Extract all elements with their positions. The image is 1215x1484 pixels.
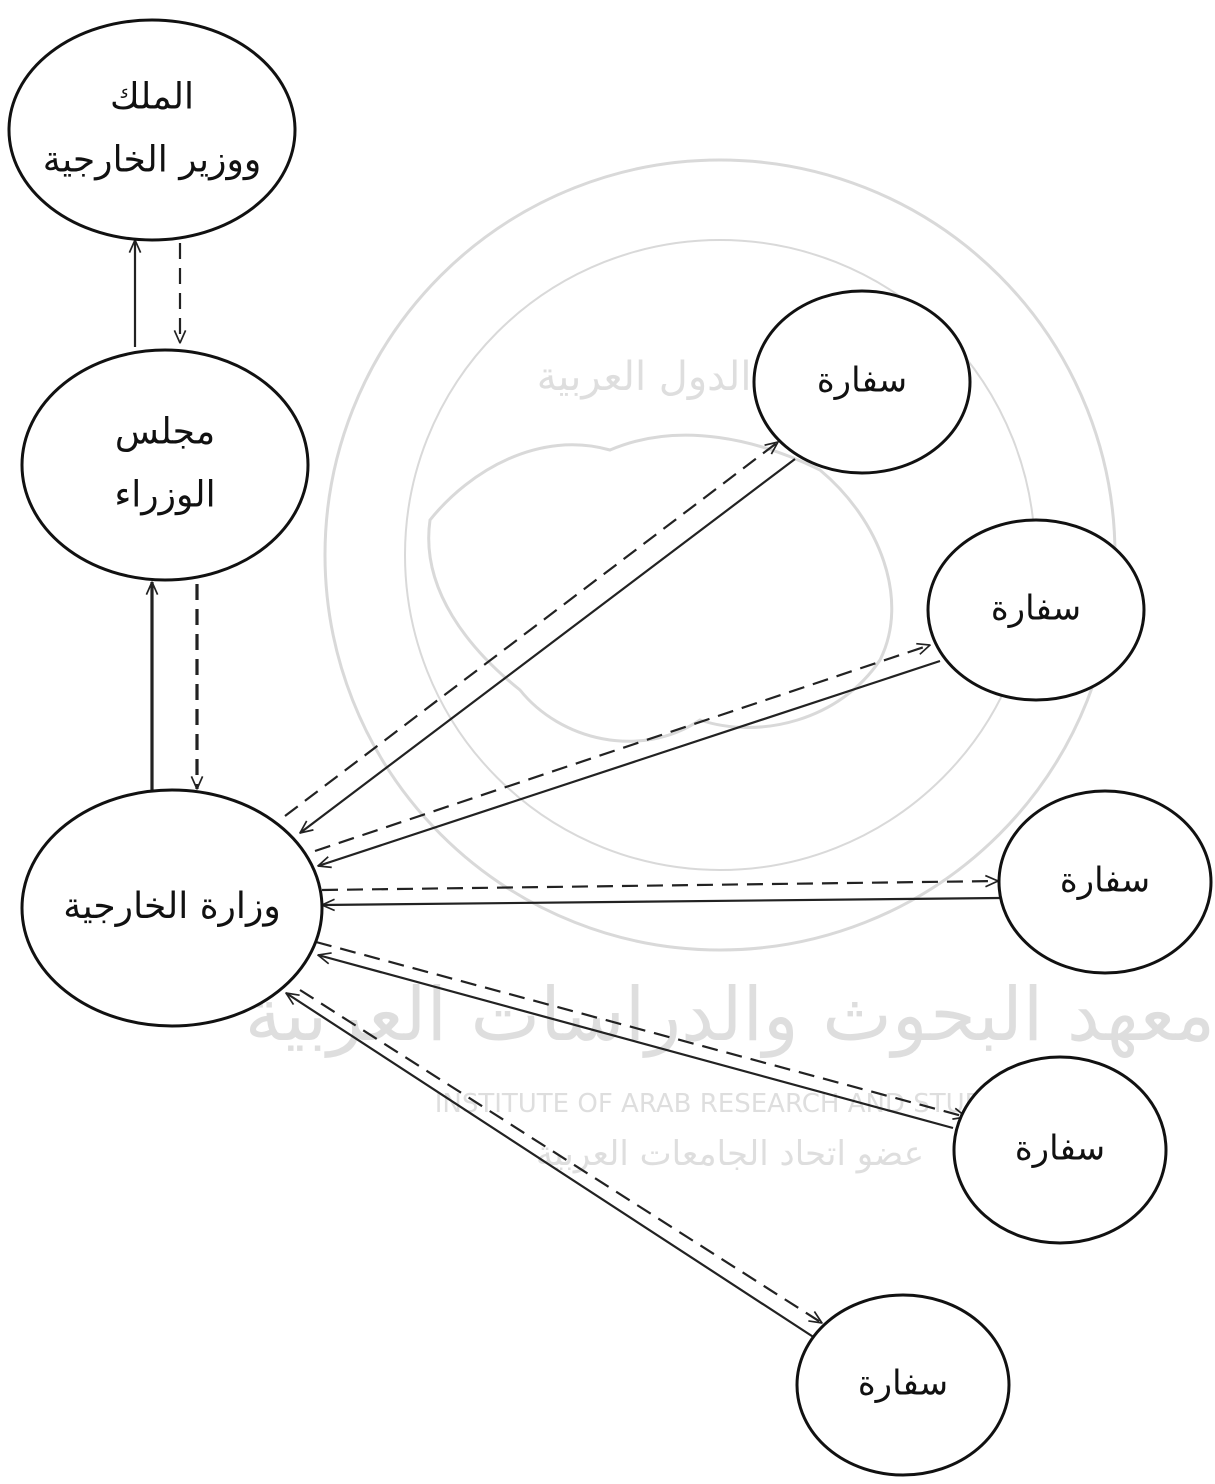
edge-layer [135, 240, 1001, 1341]
node-embassy3-circle [997, 789, 1213, 975]
watermark-title-ar: معهد البحوث والدراسات العربية [245, 972, 1215, 1058]
node-king-label-1: ووزير الخارجية [43, 140, 261, 181]
edge-ministry-to-embassy1-dashed [284, 442, 778, 817]
edge-embassy4-to-ministry-solid [318, 955, 954, 1130]
node-embassy5-circle [795, 1293, 1011, 1477]
node-embassy1-label-0: سفارة [817, 361, 907, 401]
node-embassy2-circle [926, 518, 1146, 702]
node-council: مجلس الوزراء [20, 348, 310, 582]
node-embassy3-label-0: سفارة [1060, 861, 1150, 901]
edge-ministry-to-embassy3-dashed [321, 881, 998, 892]
node-embassy4: سفارة [952, 1055, 1168, 1245]
node-king: الملك ووزير الخارجية [7, 18, 297, 242]
node-king-circle [7, 18, 297, 242]
node-embassy1-circle [752, 289, 972, 475]
node-council-circle [20, 348, 310, 582]
node-ministry: وزارة الخارجية [20, 788, 324, 1028]
node-ministry-label-0: وزارة الخارجية [63, 886, 280, 927]
edge-ministry-to-embassy2-dashed [314, 645, 930, 853]
watermark-subtitle-ar: عضو اتحاد الجامعات العربية [536, 1134, 924, 1174]
institute-watermark: معهد البحوث والدراسات العربية INSTITUTE … [245, 158, 1215, 1174]
node-embassy5: سفارة [795, 1293, 1011, 1477]
edge-embassy1-to-ministry-solid [300, 458, 796, 833]
node-embassy4-circle [952, 1055, 1168, 1245]
edge-embassy2-to-ministry-solid [318, 659, 941, 866]
watermark-title-en: INSTITUTE OF ARAB RESEARCH AND STUDIES [435, 1089, 1026, 1119]
node-council-label-0: مجلس [115, 412, 215, 453]
node-layer: الملك ووزير الخارجية مجلس الوزراء وزارة الخا… [7, 18, 1213, 1477]
edge-ministry-to-embassy5-dashed [299, 989, 822, 1323]
edge-ministry-to-embassy4-dashed [315, 940, 966, 1117]
node-embassy3: سفارة [997, 789, 1213, 975]
node-embassy5-label-0: سفارة [858, 1364, 948, 1404]
node-king-label-0: الملك [110, 77, 194, 118]
node-embassy2: سفارة [926, 518, 1146, 702]
node-embassy1: سفارة [752, 289, 972, 475]
node-ministry-circle [20, 788, 324, 1028]
edge-embassy5-to-ministry-solid [286, 993, 819, 1341]
node-embassy4-label-0: سفارة [1015, 1129, 1105, 1169]
edge-embassy3-to-ministry-solid [322, 896, 1001, 905]
watermark-map-shape [427, 433, 894, 743]
node-council-label-1: الوزراء [114, 475, 215, 516]
node-embassy2-label-0: سفارة [991, 589, 1081, 629]
